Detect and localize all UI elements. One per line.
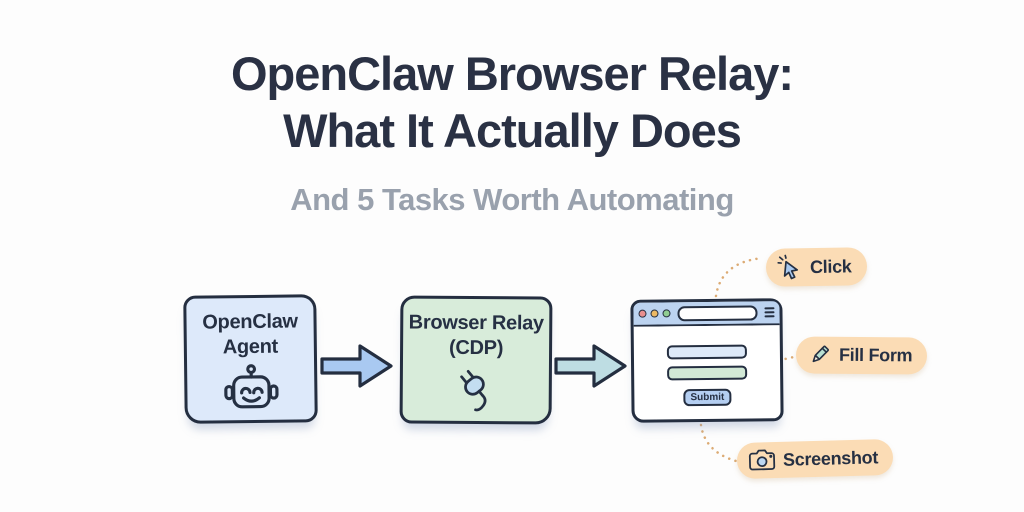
flow-arrow-2	[554, 344, 627, 388]
traffic-light-green-icon	[662, 309, 671, 318]
agent-box-label: OpenClaw Agent	[202, 309, 298, 360]
relay-box-label: Browser Relay (CDP)	[408, 311, 544, 362]
relay-box-label-line1: Browser Relay	[408, 311, 544, 335]
browser-window: Submit	[630, 298, 784, 423]
browser-titlebar	[633, 301, 780, 327]
page-title-line1: OpenClaw Browser Relay:	[230, 47, 794, 100]
relay-box: Browser Relay (CDP)	[399, 295, 553, 425]
traffic-light-yellow-icon	[650, 309, 659, 318]
plug-icon	[460, 369, 487, 412]
agent-box-label-line2: Agent	[222, 335, 279, 359]
connector-click	[714, 256, 765, 298]
callout-fill-form-label: Fill Form	[838, 344, 913, 366]
cursor-click-icon	[777, 254, 799, 280]
connector-screenshot	[699, 423, 738, 463]
submit-button: Submit	[683, 388, 732, 407]
agent-box: OpenClaw Agent	[183, 294, 318, 424]
flow-arrow-1	[320, 344, 393, 388]
callout-click-label: Click	[809, 255, 852, 277]
callout-screenshot: Screenshot	[736, 438, 894, 480]
traffic-light-red-icon	[638, 309, 647, 318]
form-field-1	[666, 344, 747, 360]
relay-box-label-line2: (CDP)	[448, 336, 504, 360]
agent-box-label-line1: OpenClaw	[202, 310, 298, 334]
page-subtitle: And 5 Tasks Worth Automating	[290, 182, 734, 217]
page-title-line2: What It Actually Does	[283, 104, 742, 157]
callout-click: Click	[765, 247, 867, 287]
callout-screenshot-label: Screenshot	[782, 446, 879, 470]
pencil-icon	[812, 345, 829, 363]
camera-icon	[748, 449, 776, 471]
url-bar	[677, 304, 758, 321]
form-field-2	[667, 365, 748, 381]
robot-icon	[223, 364, 279, 409]
menu-icon	[764, 307, 775, 318]
callout-fill-form: Fill Form	[795, 336, 928, 375]
